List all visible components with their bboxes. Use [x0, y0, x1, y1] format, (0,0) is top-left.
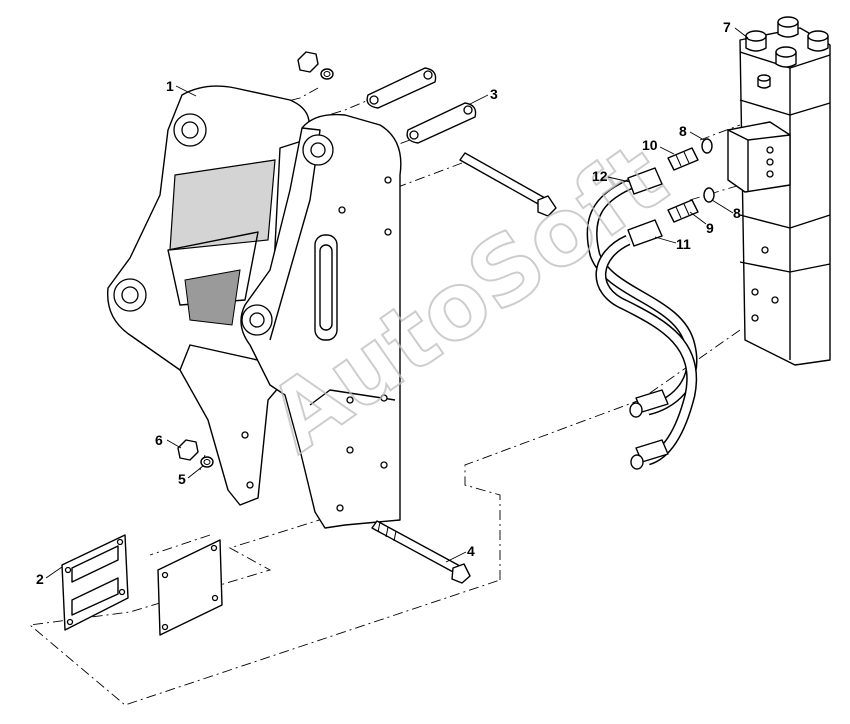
valve-caps: [745, 16, 829, 89]
bolt-upper: [459, 152, 557, 217]
fitting-lower: [667, 187, 715, 223]
bracket-plate-front: [240, 113, 402, 529]
callout-9: 9: [706, 220, 714, 236]
callout-5: 5: [178, 471, 186, 487]
callout-7: 7: [723, 19, 731, 35]
callout-10: 10: [642, 137, 658, 153]
callout-leaders: [45, 27, 749, 579]
link-bar-lower: [406, 102, 477, 144]
callout-8-upper: 8: [679, 123, 687, 139]
bracket-plate-rear: [106, 85, 310, 506]
hose-lower: [595, 219, 698, 470]
callout-3: 3: [490, 86, 498, 102]
callout-6: 6: [155, 432, 163, 448]
callout-2: 2: [36, 571, 44, 587]
spacer-plate-frame: [61, 534, 129, 631]
callout-8-lower: 8: [733, 205, 741, 221]
fitting-upper: [667, 138, 713, 171]
callout-labels: 1 2 3 4 5 6 7 8 8 9 10 11 12: [36, 19, 741, 587]
nut-and-washer: [177, 439, 214, 468]
callout-11: 11: [676, 236, 691, 252]
link-bar-upper: [366, 67, 437, 109]
callout-12: 12: [592, 168, 608, 184]
hose-upper: [586, 167, 698, 418]
callout-1: 1: [166, 78, 174, 94]
callout-4: 4: [467, 543, 475, 559]
valve-block: [727, 16, 831, 366]
nut-upper: [297, 51, 334, 80]
bolt-lower: [371, 520, 471, 584]
spacer-plate-solid: [157, 539, 223, 636]
